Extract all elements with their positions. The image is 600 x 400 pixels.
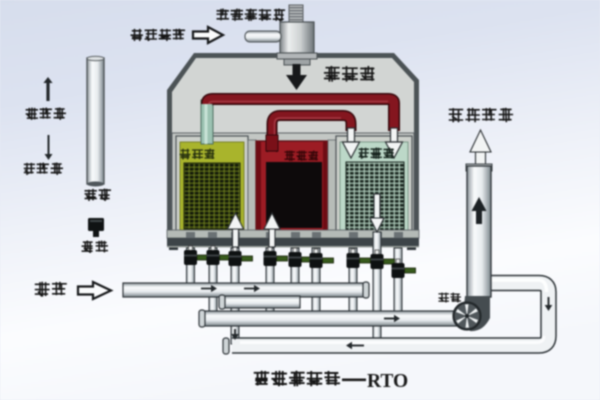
svg-text:RTO: RTO (367, 371, 408, 392)
